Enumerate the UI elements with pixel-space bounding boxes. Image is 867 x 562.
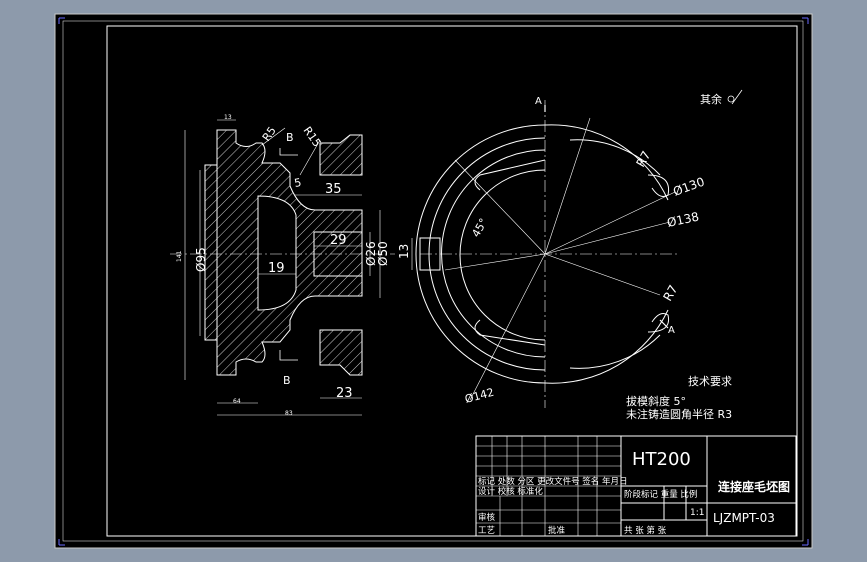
circle-outline (569, 139, 661, 176)
leader-line (299, 139, 321, 176)
material-text: HT200 (632, 449, 691, 470)
lug-top (647, 174, 670, 197)
stage-row-text: 阶段标记 重量 比例 (624, 489, 697, 500)
title-grid (476, 436, 621, 536)
notch (419, 237, 441, 271)
surface-note: 其余 (700, 92, 722, 106)
ray-line (544, 191, 676, 255)
dim-text: B (286, 131, 294, 144)
dim-text: 35 (325, 182, 342, 197)
ray-line (469, 253, 546, 401)
roughness-icon (727, 95, 735, 103)
title-texts: HT200 连接座毛坯图 LJZMPT-03 1:1 标记 处数 分区 更改文件… (478, 449, 790, 536)
dim-text: 83 (285, 410, 293, 417)
plan-view (411, 100, 680, 408)
dim-text: 13 (397, 244, 411, 259)
dim-text: Ø95 (194, 247, 208, 272)
lug-bot (647, 313, 670, 333)
dim-text: A (535, 96, 542, 107)
ray-line (544, 221, 671, 255)
tech-line: 拔模斜度 5° (626, 394, 686, 408)
outer-frame (62, 20, 804, 542)
corner-marks (58, 17, 809, 546)
dim-text: 141 (176, 250, 183, 262)
dim-text: A (668, 325, 675, 336)
leader-line (261, 127, 286, 146)
ray-line (544, 253, 661, 296)
title-block (475, 435, 797, 537)
dim-text: Ø138 (666, 210, 701, 230)
circle-outline (544, 309, 669, 384)
section-view (170, 119, 395, 416)
roughness-icon (731, 89, 743, 105)
dim-text: 23 (336, 386, 353, 401)
dim-text: 19 (268, 261, 285, 276)
section-arrow-a-bot (659, 319, 669, 329)
dim-text: Ø26 (364, 241, 378, 266)
tech-title: 技术要求 (688, 375, 732, 388)
inner-border (106, 25, 798, 537)
ray-line (454, 159, 546, 255)
dim-text: R7 (660, 283, 680, 304)
dim-text: 13 (224, 114, 232, 121)
dim-text: 5 (293, 176, 302, 190)
review-text: 审核 (478, 512, 496, 523)
hatch-top-right (319, 134, 363, 176)
dim-text: Ø50 (376, 241, 390, 266)
circle-outline (569, 334, 661, 369)
section-outline (204, 129, 363, 376)
circle-outline (544, 124, 669, 201)
section-arrow-b-top (279, 148, 298, 156)
ray-line (444, 253, 546, 271)
dim-text: B (283, 374, 291, 387)
hatch-bot-right (319, 329, 363, 376)
circle-outline (459, 169, 546, 341)
sheet-row-text: 共 张 第 张 (624, 525, 667, 536)
drawing-no-text: LJZMPT-03 (713, 511, 775, 525)
header-row-text: 标记 处数 分区 更改文件号 签名 年月日 (478, 476, 628, 487)
process-text: 工艺 (478, 526, 495, 536)
dim-text: R7 (633, 149, 653, 170)
design-row-text: 设计 校核 标准化 (478, 486, 543, 497)
part-name-text: 连接座毛坯图 (718, 479, 790, 494)
section-arrow-b-bot (279, 350, 298, 361)
drawing-sheet (54, 13, 813, 549)
scale-text: 1:1 (690, 508, 704, 518)
tech-line: 未注铸造圆角半径 R3 (626, 407, 732, 421)
approve-text: 批准 (548, 525, 566, 536)
ray-line (544, 117, 591, 255)
dim-text: 29 (330, 233, 347, 248)
dim-text: 64 (233, 398, 241, 405)
